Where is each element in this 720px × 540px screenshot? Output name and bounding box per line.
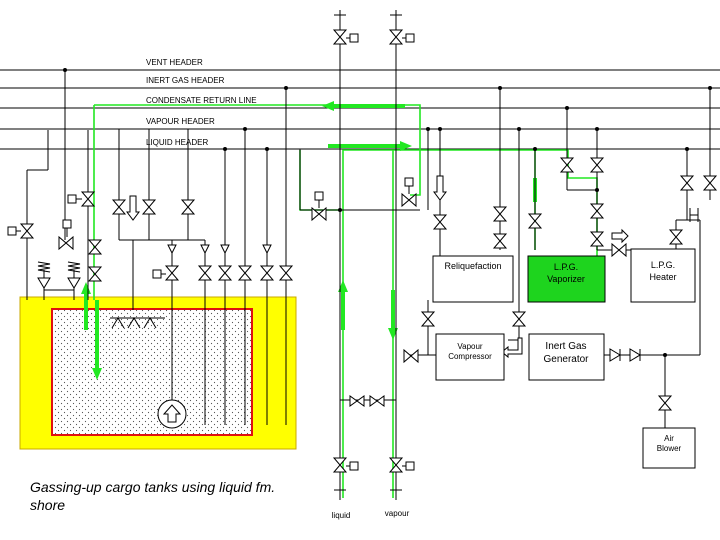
vapour-compressor-label-1: Vapour	[457, 342, 483, 351]
valve-tank-11	[217, 265, 233, 281]
valve-tank-4	[87, 239, 103, 255]
valve-comp-1	[420, 311, 436, 327]
valves	[19, 29, 718, 473]
valve-vap-5	[589, 231, 605, 247]
check-valve-5	[220, 244, 230, 255]
relief-spring-2	[67, 261, 81, 273]
lpg-vaporizer-label-1: L.P.G.	[554, 262, 578, 272]
junction-dots	[63, 68, 712, 357]
valve-tank-8	[180, 199, 196, 215]
air-blower-label-2: Blower	[657, 444, 682, 453]
valve-comp-2	[511, 311, 527, 327]
cargo-tank-contents	[53, 310, 251, 434]
arrow-down-2	[433, 175, 447, 201]
lpg-heater-label-1: L.P.G.	[651, 260, 675, 270]
valve-tank-6	[111, 199, 127, 215]
shore-vapour-label: vapour	[385, 509, 410, 518]
valve-vap-3	[589, 157, 605, 173]
header-labels: VENT HEADER INERT GAS HEADER CONDENSATE …	[146, 58, 257, 147]
valve-tank-9	[164, 265, 180, 281]
header-lines	[0, 69, 720, 150]
lpg-vaporizer-label-2: Vaporizer	[547, 274, 585, 284]
air-blower-label-1: Air	[664, 434, 674, 443]
check-valve-4	[200, 244, 210, 255]
check-valve-6	[262, 244, 272, 255]
valve-shore-vapour-bottom	[388, 457, 404, 473]
reliquefaction-label: Reliquefaction	[444, 261, 501, 271]
valve-reliq-2	[492, 206, 508, 222]
valve-tank-2	[58, 235, 74, 251]
header-label-liquid: LIQUID HEADER	[146, 138, 208, 147]
valve-blower	[657, 395, 673, 411]
inert-gas-generator-label-1: Inert Gas	[545, 341, 586, 352]
inert-gas-generator-label-2: Generator	[543, 354, 589, 365]
air-blower-box	[642, 427, 696, 469]
reliquefaction-box	[432, 255, 514, 303]
lpg-heater-box	[630, 248, 696, 303]
vapour-compressor-box	[435, 333, 505, 381]
valve-tank-1	[19, 223, 35, 239]
valve-heater-1	[611, 242, 627, 258]
relief-valves	[37, 261, 81, 289]
valve-tank-13	[259, 265, 275, 281]
spray-nozzles	[111, 317, 157, 329]
lpg-heater-label-2: Heater	[649, 272, 676, 282]
valve-reliq-1	[432, 214, 448, 230]
arrow-down-1	[126, 195, 140, 221]
deepwell-pump	[157, 399, 187, 429]
check-valve-3	[167, 244, 177, 255]
valve-shore-liquid-top	[332, 29, 348, 45]
arrow-right-1	[611, 228, 629, 244]
check-valve-2	[629, 348, 641, 362]
valve-tank-5	[87, 266, 103, 282]
check-valve-1	[609, 348, 621, 362]
valve-control-2	[401, 192, 417, 208]
check-valves	[167, 244, 641, 362]
open-arrows	[126, 175, 629, 359]
valve-comp-3	[403, 348, 419, 364]
valve-tank-14	[278, 265, 294, 281]
valve-tank-3	[80, 191, 96, 207]
inert-gas-generator-box	[528, 333, 605, 381]
valve-vap-2	[559, 157, 575, 173]
arrow-return	[501, 337, 523, 359]
vapour-compressor-label-2: Compressor	[448, 352, 492, 361]
valve-cross-liquid	[349, 395, 365, 407]
shore-liquid-label: liquid	[332, 511, 351, 520]
valve-vap-4	[589, 203, 605, 219]
actuator-stems	[16, 14, 410, 491]
valve-right-1	[679, 175, 695, 191]
header-label-vent: VENT HEADER	[146, 58, 203, 67]
valve-heater-2	[668, 229, 684, 245]
valve-tank-12	[237, 265, 253, 281]
valve-control-1	[311, 206, 327, 222]
equipment-boxes: Reliquefaction L.P.G. Vaporizer L.P.G. H…	[432, 248, 696, 469]
lpg-vaporizer-box	[527, 255, 606, 303]
valve-reliq-3	[492, 233, 508, 249]
header-label-vapour: VAPOUR HEADER	[146, 117, 215, 126]
valve-tank-7	[141, 199, 157, 215]
header-label-inert-gas: INERT GAS HEADER	[146, 76, 225, 85]
valve-cross-vapour	[369, 395, 385, 407]
header-label-condensate: CONDENSATE RETURN LINE	[146, 96, 257, 105]
valve-shore-liquid-bottom	[332, 457, 348, 473]
valve-shore-vapour-top	[388, 29, 404, 45]
valve-right-2	[702, 175, 718, 191]
heater-bypass-symbol	[689, 208, 699, 222]
valve-vap-1	[527, 213, 543, 229]
diagram-caption: Gassing-up cargo tanks using liquid fm. …	[30, 479, 276, 513]
valve-tank-10	[197, 265, 213, 281]
relief-spring-1	[37, 261, 51, 273]
